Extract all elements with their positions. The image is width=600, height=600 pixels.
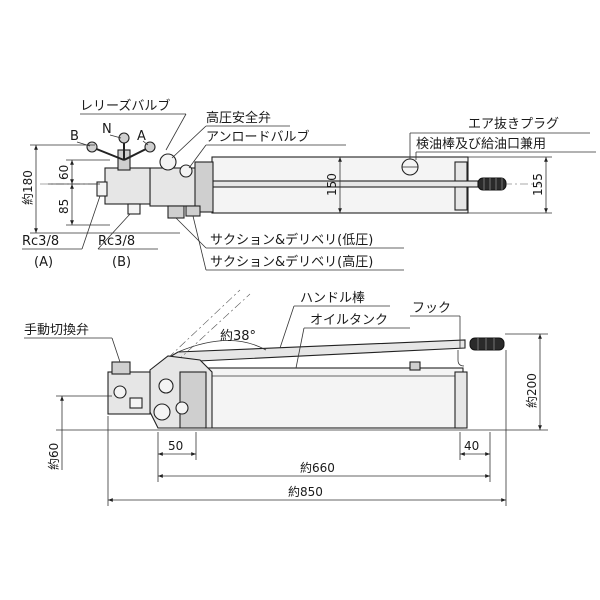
- label-hook: フック: [412, 301, 451, 316]
- side-tank-plug: [409, 361, 421, 371]
- label-handle-bar: ハンドル棒: [300, 291, 365, 306]
- label-valve-n: N: [102, 122, 112, 137]
- side-tank-endcap: [454, 371, 468, 429]
- label-oil-tank: オイルタンク: [310, 313, 388, 328]
- label-air-plug: エア抜きプラグ: [468, 116, 559, 132]
- dim-60-side: 約60: [46, 443, 61, 470]
- top-view: レリーズバルブ B N A 高圧安全弁 アンロードバルブ エア抜きプラグ 検油棒…: [20, 98, 596, 271]
- label-unload-valve: アンロードバルブ: [206, 129, 309, 145]
- side-manual-valve-top: [111, 361, 131, 375]
- label-valve-a: A: [137, 129, 146, 144]
- top-port-low: [167, 205, 185, 219]
- side-grip: [469, 337, 505, 351]
- label-release-valve: レリーズバルブ: [80, 98, 170, 114]
- top-pump-flange: [194, 161, 214, 213]
- side-view: 手動切換弁 ハンドル棒 オイルタンク フック 約38° 50 40 約660 約…: [24, 289, 548, 506]
- side-valve-knob-3: [175, 401, 189, 415]
- top-manual-valve-block: [104, 167, 151, 205]
- label-angle: 約38°: [220, 329, 256, 344]
- label-port-a-name: (A): [34, 255, 53, 270]
- top-port-a: [96, 181, 108, 197]
- dim-660: 約660: [300, 460, 335, 475]
- lever-ball-b: [86, 141, 98, 153]
- label-valve-b: B: [70, 129, 79, 144]
- dim-60-top: 60: [57, 165, 71, 180]
- side-manual-valve-knob: [113, 385, 127, 399]
- side-handle-bar: [166, 339, 466, 363]
- side-valve-knob-1: [158, 378, 174, 394]
- top-port-b: [127, 203, 141, 215]
- side-hook: [457, 350, 465, 367]
- label-manual-valve: 手動切換弁: [24, 323, 89, 338]
- dim-85-top: 85: [57, 199, 71, 214]
- dim-150: 150: [325, 173, 339, 196]
- top-grip: [477, 177, 507, 191]
- label-safety-valve: 高圧安全弁: [206, 110, 271, 126]
- side-valve-knob-2: [153, 403, 171, 421]
- label-suction-high: サクション&デリベリ(高圧): [210, 254, 373, 270]
- dim-200: 約200: [524, 373, 539, 408]
- label-port-b-size: Rc3/8: [98, 234, 135, 249]
- top-port-high: [185, 205, 201, 217]
- side-pump-cylinder: [179, 371, 207, 429]
- dim-155: 155: [531, 173, 545, 196]
- label-oil-check: 検油棒及び給油口兼用: [416, 137, 546, 152]
- dim-total-height: 約180: [20, 170, 35, 205]
- dim-850: 約850: [288, 484, 323, 499]
- side-manual-valve-port: [129, 397, 143, 409]
- side-tank-body: [204, 367, 464, 429]
- dim-50: 50: [168, 439, 183, 453]
- dim-40: 40: [464, 439, 479, 453]
- top-handle-bar: [209, 180, 479, 188]
- lever-ball-n: [118, 132, 130, 144]
- label-port-a-size: Rc3/8: [22, 234, 59, 249]
- label-suction-low: サクション&デリベリ(低圧): [210, 232, 373, 248]
- label-port-b-name: (B): [112, 255, 131, 270]
